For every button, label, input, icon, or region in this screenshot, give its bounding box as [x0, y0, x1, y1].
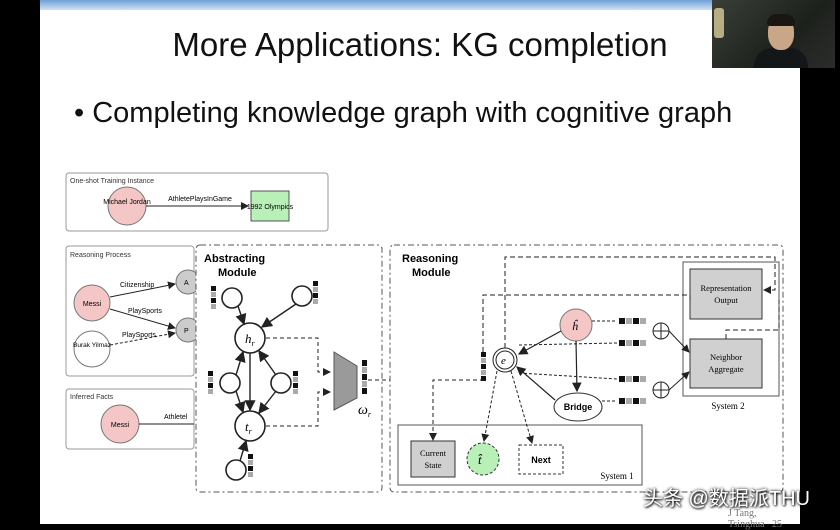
video-person-hair — [767, 14, 795, 26]
rep-output-1: Representation — [701, 283, 753, 293]
watermark-text: 头条 @数据派THU — [643, 488, 810, 510]
h-hat: ĥ — [572, 319, 579, 333]
current-state-2: State — [425, 460, 442, 470]
reasoning-module: Reasoning Module Representation Output N… — [389, 244, 784, 493]
video-person-body — [754, 48, 808, 68]
abstracting-label-1: Abstracting — [204, 253, 265, 265]
rep-output-2: Output — [714, 295, 738, 305]
slide-title: More Applications: KG completion — [172, 26, 668, 63]
t-hat: t̂ — [478, 452, 482, 467]
slide-footer: J Tang, Tsinghua 25 — [728, 508, 800, 530]
bullet-text: Completing knowledge graph with cognitiv… — [92, 97, 733, 129]
reasoning-process-label: Reasoning Process — [70, 252, 131, 259]
reasoning-rel3: PlaySports — [122, 332, 156, 339]
reasoning-rel1: Citizenship — [120, 282, 154, 289]
kg-completion-diagram: One-shot Training Instance Michael Jorda… — [65, 172, 784, 493]
bridge-label: Bridge — [564, 402, 593, 412]
next-label: Next — [531, 455, 551, 465]
reasoning-messi: Messi — [83, 301, 102, 308]
tr-label: tr — [245, 419, 253, 436]
oneshot-head-text: Michael Jordan — [103, 199, 151, 206]
video-lamp — [714, 8, 724, 38]
slide: More Applications: KG completion • Compl… — [40, 0, 800, 530]
inferred-label: Inferred Facts — [70, 394, 114, 401]
speaker-video-thumbnail[interactable] — [712, 0, 835, 68]
neighbor-agg-1: Neighbor — [710, 352, 742, 362]
reasoning-label-1: Reasoning — [402, 253, 458, 265]
system2-label: System 2 — [711, 401, 744, 411]
reasoning-burak: Burak Yilmaz — [73, 342, 111, 349]
abstracting-label-2: Module — [218, 267, 257, 279]
hr-label: hr — [245, 331, 256, 348]
page-number: 25 — [772, 519, 783, 530]
reasoning-rel2: PlaySports — [128, 308, 162, 315]
neighbor-agg-2: Aggregate — [708, 364, 744, 374]
oneshot-label: One-shot Training Instance — [70, 178, 154, 185]
abstracting-module: Abstracting Module hr tr — [195, 244, 383, 493]
reasoning-process-panel: Reasoning Process Messi Burak Yilmaz A P… — [65, 245, 201, 377]
reasoning-node-a: A — [184, 280, 189, 287]
reasoning-label-2: Module — [412, 267, 451, 279]
oneshot-panel: One-shot Training Instance Michael Jorda… — [65, 172, 329, 232]
current-state-1: Current — [420, 448, 447, 458]
reasoning-node-p: P — [184, 328, 189, 335]
inferred-messi: Messi — [111, 422, 130, 429]
footer-author: J Tang, Tsinghua — [728, 508, 765, 530]
system1-label: System 1 — [600, 471, 633, 481]
oneshot-relation: AthletePlaysInGame — [168, 196, 232, 203]
inferred-rel: Athletel — [164, 414, 188, 421]
inferred-facts-panel: Inferred Facts Messi Athletel — [65, 388, 195, 450]
slide-top-bar — [40, 0, 800, 10]
e-label: e — [501, 355, 506, 367]
slide-bullet: • Completing knowledge graph with cognit… — [74, 97, 733, 129]
oneshot-tail-text: 1992 Olympics — [247, 204, 294, 211]
